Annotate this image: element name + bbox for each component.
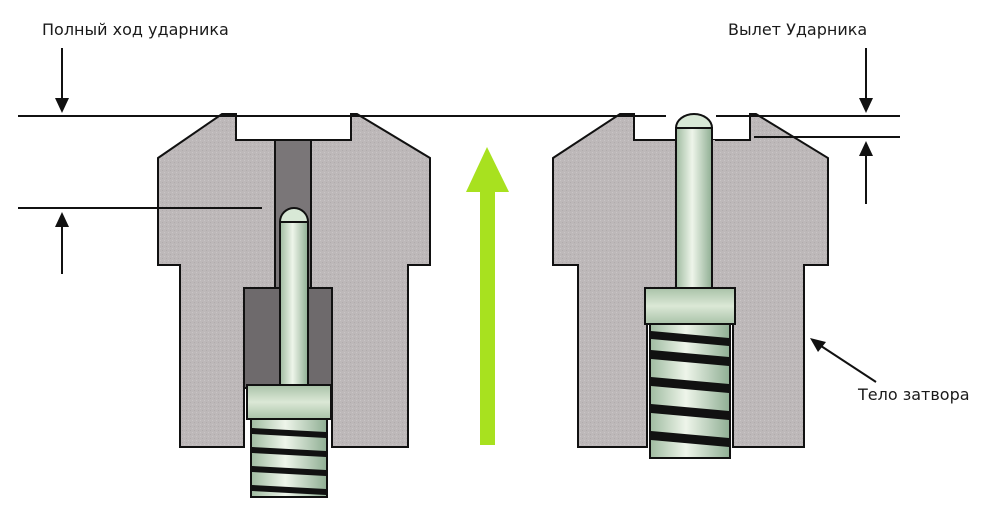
firing-pin-tip-left [278, 207, 310, 223]
label-bolt-body: Тело затвора [858, 385, 970, 404]
pin-collar-right [644, 287, 736, 325]
spring-coils-left [252, 428, 326, 495]
bolt-body-pointer [810, 338, 877, 383]
full-stroke-arrows [55, 48, 69, 274]
firing-pin-tip-right [674, 113, 714, 129]
right-bolt [552, 113, 829, 459]
spring-coils-right [651, 331, 729, 447]
firing-pin-left [279, 221, 309, 389]
left-bolt [157, 113, 431, 498]
firing-pin-right [675, 127, 713, 291]
direction-arrow-up-icon [466, 147, 509, 445]
protrusion-arrows [859, 48, 873, 204]
dimension-lines [18, 115, 900, 209]
label-full-stroke: Полный ход ударника [42, 20, 229, 39]
pin-collar-left [246, 384, 332, 420]
label-protrusion: Вылет Ударника [728, 20, 868, 39]
